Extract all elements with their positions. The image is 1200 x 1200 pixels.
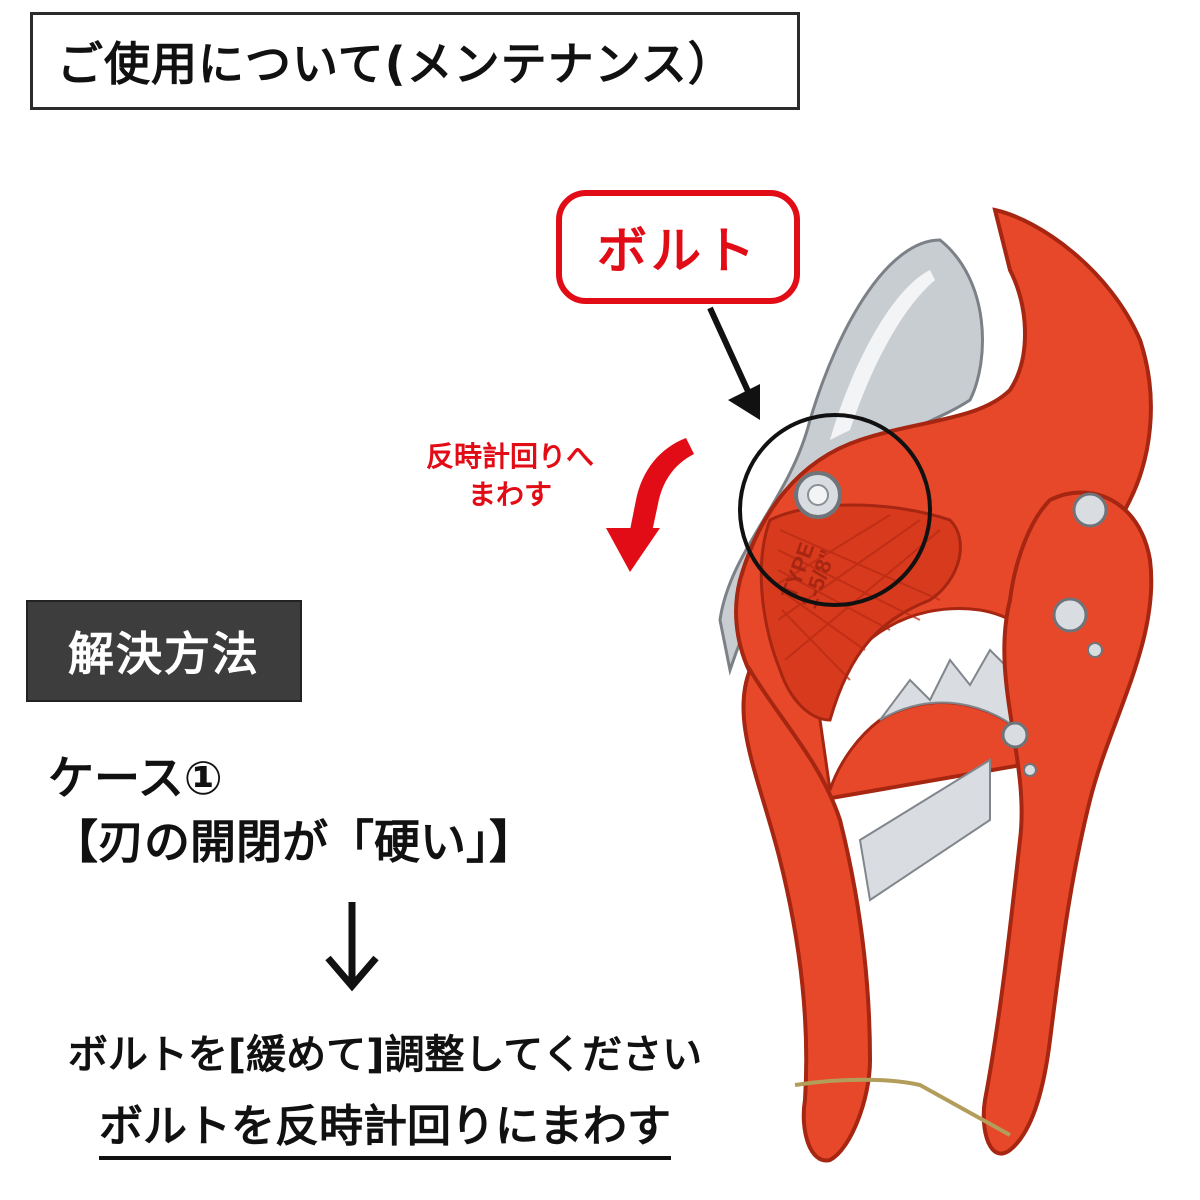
- wire-lock: [794, 1077, 1011, 1137]
- left-handle: [741, 665, 873, 1163]
- rotate-instruction-line2: まわす: [467, 478, 552, 511]
- case-detail: 【刃の開閉が「硬い」】: [52, 815, 535, 869]
- right-handle: [981, 490, 1154, 1156]
- adjust-instruction: ボルトを[緩めて]調整してください: [67, 1032, 703, 1078]
- bolt-callout: ボルト: [556, 190, 800, 304]
- rivet-4: [1001, 721, 1029, 749]
- rivet-1: [1072, 492, 1108, 528]
- counterclockwise-arrow-icon: [606, 438, 694, 572]
- solution-heading-text: 解決方法: [68, 627, 260, 681]
- page-title-text: ご使用について(メンテナンス）: [57, 37, 735, 91]
- rotate-bolt-instruction: ボルトを反時計回りにまわす: [10, 1090, 760, 1160]
- ratchet-teeth: [879, 636, 1032, 743]
- rotate-instruction: 反時計回りへ まわす: [392, 438, 628, 514]
- cutter-blade-shine: [830, 270, 935, 440]
- rivet-5: [1023, 763, 1037, 777]
- rivet-3: [1087, 642, 1103, 658]
- rivet-2: [1052, 597, 1088, 633]
- down-arrow-icon: [325, 902, 379, 992]
- page-title: ご使用について(メンテナンス）: [30, 12, 800, 110]
- bolt-callout-label: ボルト: [597, 222, 759, 280]
- bolt-highlight-circle: [738, 413, 932, 607]
- callout-pointer-arrow-icon: [707, 306, 760, 420]
- solution-heading: 解決方法: [26, 600, 302, 702]
- rotate-bolt-instruction-text: ボルトを反時計回りにまわす: [99, 1101, 671, 1160]
- rotate-instruction-line1: 反時計回りへ: [425, 440, 594, 473]
- case-label: ケース①: [48, 751, 223, 805]
- spring-plate: [858, 758, 991, 902]
